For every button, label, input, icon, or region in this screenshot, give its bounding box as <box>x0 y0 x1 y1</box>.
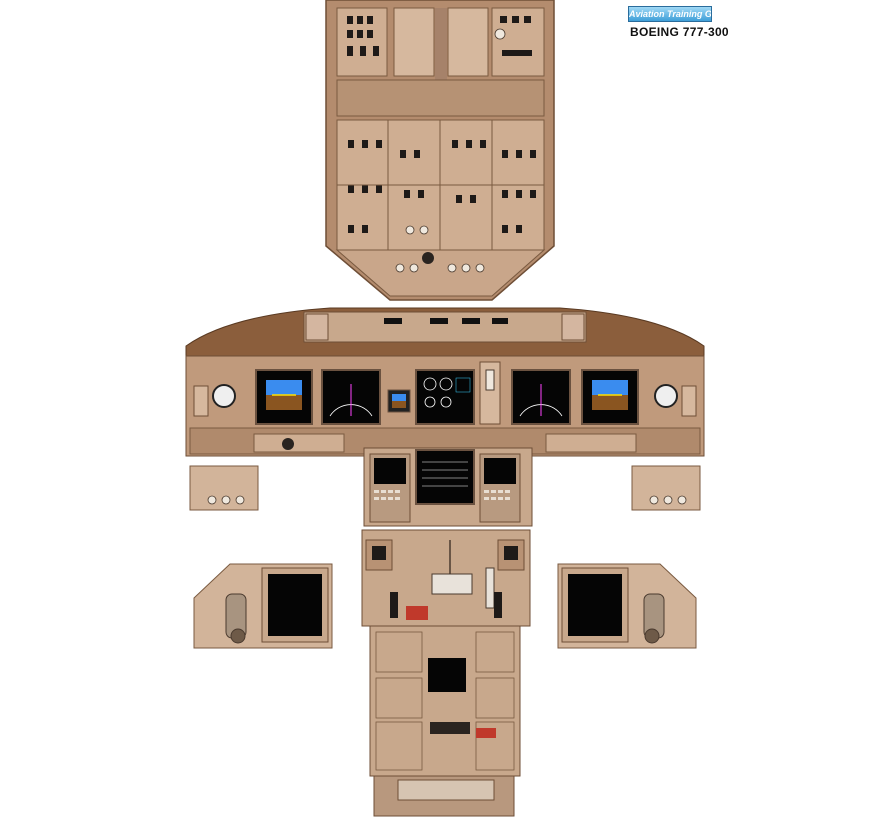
overhead-blank-band <box>336 79 545 117</box>
fo-side-switches <box>681 385 697 417</box>
glareshield-efis-left <box>305 313 329 341</box>
pedestal-panels <box>375 631 515 771</box>
cdu-keys <box>374 490 510 500</box>
captain-light-panel <box>253 433 345 453</box>
stab-trim-left <box>390 592 398 618</box>
side-console-knobs <box>207 495 687 505</box>
aft-radio-panel <box>430 722 470 734</box>
captain-clock <box>212 384 236 408</box>
fuel-control-switches <box>406 606 428 620</box>
glareshield-efis-right <box>561 313 585 341</box>
landing-gear-panel <box>479 361 501 425</box>
thrust-levers <box>431 573 473 595</box>
overhead-upper-mid-left <box>393 7 435 77</box>
fo-light-panel <box>545 433 637 453</box>
captain-tiller <box>225 593 247 644</box>
speedbrake-lever <box>485 567 495 609</box>
brand-logo: Aviation Training Graphics <box>628 6 712 22</box>
mode-control-panel <box>303 311 587 343</box>
overhead-dark-knob <box>422 252 434 264</box>
lower-eicas <box>415 449 475 505</box>
overhead-bottom-wedge <box>335 249 546 297</box>
aft-cdu-screen <box>428 658 466 692</box>
page-title: BOEING 777-300 <box>630 25 729 39</box>
overhead-upper-mid-right <box>447 7 489 77</box>
gear-lever <box>485 369 495 391</box>
mcp-windows <box>384 318 508 324</box>
footer-fine-print <box>628 790 708 816</box>
fo-clock <box>654 384 678 408</box>
overhead-knobs <box>395 28 506 273</box>
overhead-switches <box>347 16 536 233</box>
rudder-trim-panel <box>397 779 495 801</box>
captain-standby-knob <box>282 438 294 450</box>
aft-pedestal <box>369 625 521 777</box>
captain-side-switches <box>193 385 209 417</box>
stab-trim-right <box>494 592 502 618</box>
fo-tiller <box>643 593 665 644</box>
transponder-panel <box>476 728 496 738</box>
